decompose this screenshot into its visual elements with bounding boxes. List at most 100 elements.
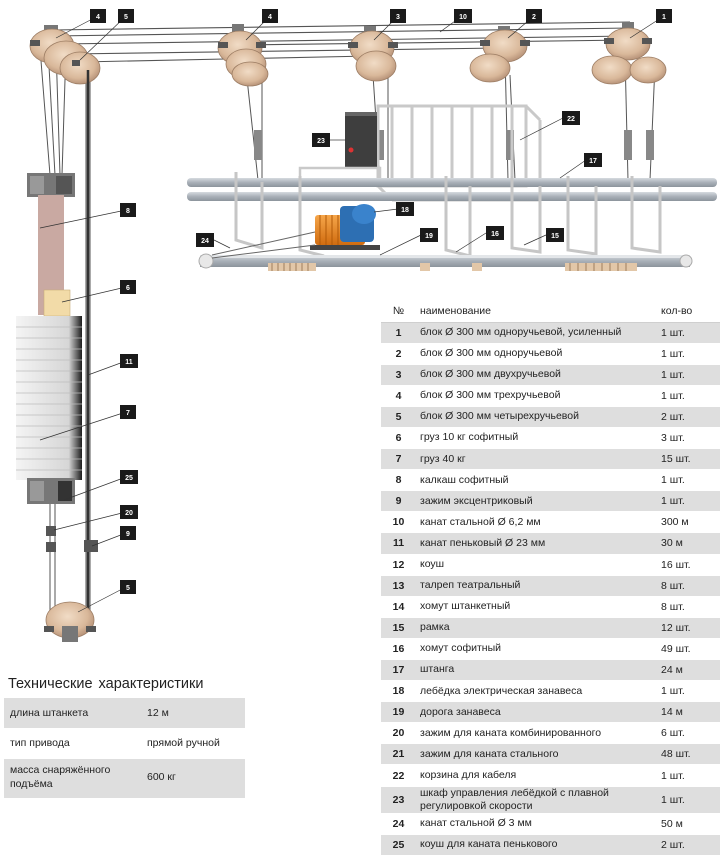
part-name: лебёдка электрическая занавеса [416,680,657,703]
callout-label-11: 11 [125,359,133,366]
part-name: зажим для каната комбинированного [416,722,657,745]
frames [234,172,662,258]
steel-rope-3mm-b [211,244,316,259]
spec-label: масса снаряжённого подъёма [4,758,141,799]
part-num: 1 [381,322,416,344]
part-qty: 300 м [657,511,720,534]
turnbuckles [254,130,654,160]
callout-label-24: 24 [201,238,209,245]
part-qty: 1 шт. [657,490,720,513]
part-qty: 1 шт. [657,469,720,492]
part-name: коуш [416,554,657,576]
callout-label-1: 1 [662,14,666,21]
callout-badge-8 [120,203,136,217]
spec-label: длина штанкета [4,698,141,729]
part-num: 8 [381,469,416,492]
callout-label-9: 9 [126,531,130,538]
part-qty: 48 шт. [657,743,720,766]
spec-value: прямой ручной [141,728,245,759]
part-num: 20 [381,722,416,745]
part-qty: 15 шт. [657,448,720,471]
part-name: дорога занавеса [416,701,657,724]
part-name: зажим для каната стального [416,743,657,766]
part-num: 23 [381,786,416,814]
callout-badge-24 [196,233,214,247]
callout-badge-15 [546,228,564,242]
header-num: № [381,300,416,323]
part-num: 18 [381,680,416,703]
callout-label-16: 16 [491,231,499,238]
part-qty: 1 шт. [657,385,720,407]
part-name: канат стальной Ø 6,2 мм [416,511,657,534]
part-num: 15 [381,617,416,639]
callout-badge-5b [120,580,136,594]
spec-value: 600 кг [141,758,245,799]
part-qty: 8 шт. [657,596,720,618]
rope-clamps [46,526,98,552]
left-ropes [39,47,91,620]
callout-label-5a: 5 [124,14,128,21]
steel-rope-3mm [211,231,316,256]
fly-bar-pipes [187,178,717,201]
callout-badge-17 [584,153,602,167]
part-num: 24 [381,813,416,835]
overhead-ropes [51,21,631,63]
callout-badge-25 [120,470,138,484]
part-num: 19 [381,701,416,724]
part-qty: 16 шт. [657,554,720,576]
part-qty: 14 м [657,701,720,724]
callout-badge-9 [120,526,136,540]
part-num: 2 [381,343,416,365]
callout-badge-18 [396,202,414,216]
part-qty: 6 шт. [657,722,720,745]
callout-badge-3 [390,9,406,23]
part-qty: 50 м [657,813,720,835]
part-name: груз 40 кг [416,448,657,471]
callout-label-19: 19 [425,233,433,240]
part-name: талреп театральный [416,575,657,597]
part-name: корзина для кабеля [416,764,657,787]
part-qty: 12 шт. [657,617,720,639]
part-name: зажим эксцентриковый [416,490,657,513]
part-num: 16 [381,638,416,661]
part-num: 5 [381,406,416,428]
part-num: 21 [381,743,416,766]
header-qty: кол-во [657,300,720,323]
callout-badge-16 [486,226,504,240]
callout-label-2: 2 [532,14,536,21]
part-name: блок Ø 300 мм однoручьевой [416,343,657,365]
part-num: 6 [381,427,416,450]
part-name: блок Ø 300 мм однoручьевой, усиленный [416,322,657,344]
parts-table-header: № наименование кол-во [381,300,720,323]
callout-label-7: 7 [126,410,130,417]
callout-badge-4a [90,9,106,23]
part-qty: 8 шт. [657,575,720,597]
callout-label-22: 22 [567,116,575,123]
callout-label-15: 15 [551,233,559,240]
callout-badge-6 [120,280,136,294]
part-qty: 1 шт. [657,786,720,814]
part-num: 12 [381,554,416,576]
pulley-4-a [217,24,269,87]
callout-label-23: 23 [317,138,325,145]
part-name: шкаф управления лебёдкой с плавной регул… [416,786,657,814]
callout-label-20: 20 [125,510,133,517]
pulley-2 [469,26,530,83]
